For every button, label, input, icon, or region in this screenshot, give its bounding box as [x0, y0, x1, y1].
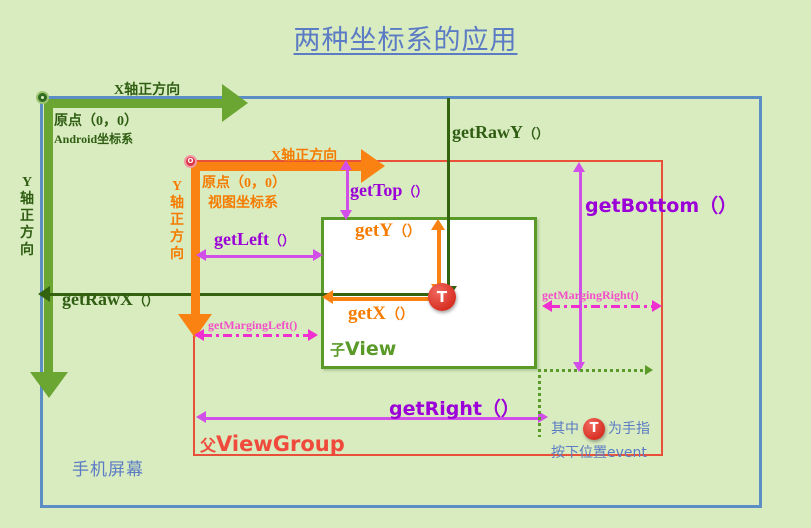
android-y-axis-label: Y轴正方向 — [20, 175, 34, 258]
margin-left-label: getMargingLeft() — [208, 318, 298, 332]
get-raw-x-line — [48, 293, 448, 296]
viewgroup-label-en: ViewGroup — [216, 432, 345, 456]
touch-point-marker: T — [428, 283, 456, 311]
margin-left-arrow-right-icon — [308, 329, 318, 341]
view-x-axis-label: X轴正方向 — [271, 149, 338, 164]
android-origin-label: 原点（0，0） — [54, 114, 138, 129]
get-raw-y-paren: （） — [522, 126, 549, 141]
get-left-name: getLeft — [214, 229, 269, 249]
get-top-line — [346, 168, 349, 216]
get-right-arrow-right-icon — [538, 411, 548, 423]
view-x-axis-line — [191, 162, 366, 171]
childview-label-cjk: 子 — [330, 343, 346, 359]
get-left-line — [205, 255, 318, 258]
android-x-axis-arrow-icon — [222, 84, 248, 122]
get-top-arrow-up-icon — [340, 160, 352, 170]
get-raw-x-paren: （） — [132, 293, 159, 308]
get-top-arrow-down-icon — [340, 210, 352, 220]
margin-right-line — [551, 305, 655, 308]
get-x-arrow-icon — [322, 290, 333, 304]
get-left-arrow-right-icon — [313, 249, 323, 261]
android-x-axis-line — [44, 99, 229, 108]
get-left-label: getLeft（） — [214, 229, 295, 250]
guide-line-arrow-icon — [645, 365, 653, 375]
view-y-axis-line — [191, 162, 200, 320]
view-y-axis-label: Y轴正方向 — [170, 179, 184, 262]
get-raw-x-arrow-icon — [38, 286, 50, 302]
touch-legend-part2: 为手指 — [608, 421, 650, 437]
get-bottom-arrow-up-icon — [573, 162, 585, 172]
view-x-axis-arrow-icon — [361, 149, 385, 183]
get-raw-y-line — [447, 98, 450, 295]
get-x-line — [332, 297, 442, 301]
touch-legend-part3: 按下位置event — [551, 445, 647, 461]
childview-label: 子View — [330, 338, 396, 360]
margin-right-arrow-left-icon — [542, 300, 552, 312]
page-title: 两种坐标系的应用 — [293, 25, 518, 56]
android-y-axis-arrow-icon — [30, 372, 68, 398]
touch-point-legend-marker: T — [583, 418, 605, 440]
get-bottom-label: getBottom（） — [585, 195, 738, 217]
margin-left-arrow-left-icon — [194, 329, 204, 341]
margin-right-label: getMargingRight() — [542, 288, 639, 302]
get-raw-x-name: getRawX — [62, 289, 133, 309]
android-x-axis-label: X轴正方向 — [114, 83, 181, 98]
android-origin-dot-icon — [36, 91, 49, 104]
get-right-label: getRight（） — [389, 398, 520, 420]
get-top-paren: （） — [402, 184, 429, 199]
viewgroup-label-cjk: 父 — [200, 438, 217, 455]
touch-legend-part1: 其中 — [551, 421, 579, 437]
get-x-name: getX — [348, 303, 386, 324]
get-x-paren: （） — [385, 308, 414, 323]
margin-right-arrow-right-icon — [652, 300, 662, 312]
get-raw-y-label: getRawY（） — [452, 122, 549, 143]
get-y-paren: （） — [392, 225, 421, 240]
get-y-name: getY — [355, 220, 393, 241]
get-raw-y-name: getRawY — [452, 122, 523, 142]
guide-line-vertical — [538, 369, 541, 437]
get-top-label: getTop（） — [350, 180, 428, 201]
get-y-arrow-up-icon — [431, 219, 445, 230]
get-raw-x-label: getRawX（） — [62, 289, 159, 310]
android-y-axis-line — [44, 99, 53, 379]
get-bottom-line — [579, 170, 582, 368]
phone-screen-frame — [40, 96, 762, 508]
phone-screen-label: 手机屏幕 — [72, 460, 144, 480]
get-x-label: getX（） — [348, 303, 414, 325]
get-y-line — [437, 228, 441, 292]
view-coord-system-label: 视图坐标系 — [208, 196, 278, 211]
viewgroup-label: 父ViewGroup — [200, 432, 345, 456]
view-origin-dot-icon: O — [184, 155, 197, 168]
get-right-arrow-left-icon — [196, 411, 206, 423]
get-bottom-arrow-down-icon — [573, 362, 585, 372]
android-coord-system-label: Android坐标系 — [54, 132, 134, 146]
get-right-line — [205, 417, 543, 420]
childview-label-en: View — [345, 338, 397, 360]
get-top-name: getTop — [350, 180, 403, 200]
get-left-paren: （） — [268, 233, 295, 248]
get-y-label: getY（） — [355, 220, 421, 242]
get-left-arrow-left-icon — [196, 249, 206, 261]
view-origin-label: 原点（0，0） — [202, 176, 286, 191]
guide-line-horizontal — [538, 369, 650, 372]
margin-left-line — [203, 334, 311, 337]
